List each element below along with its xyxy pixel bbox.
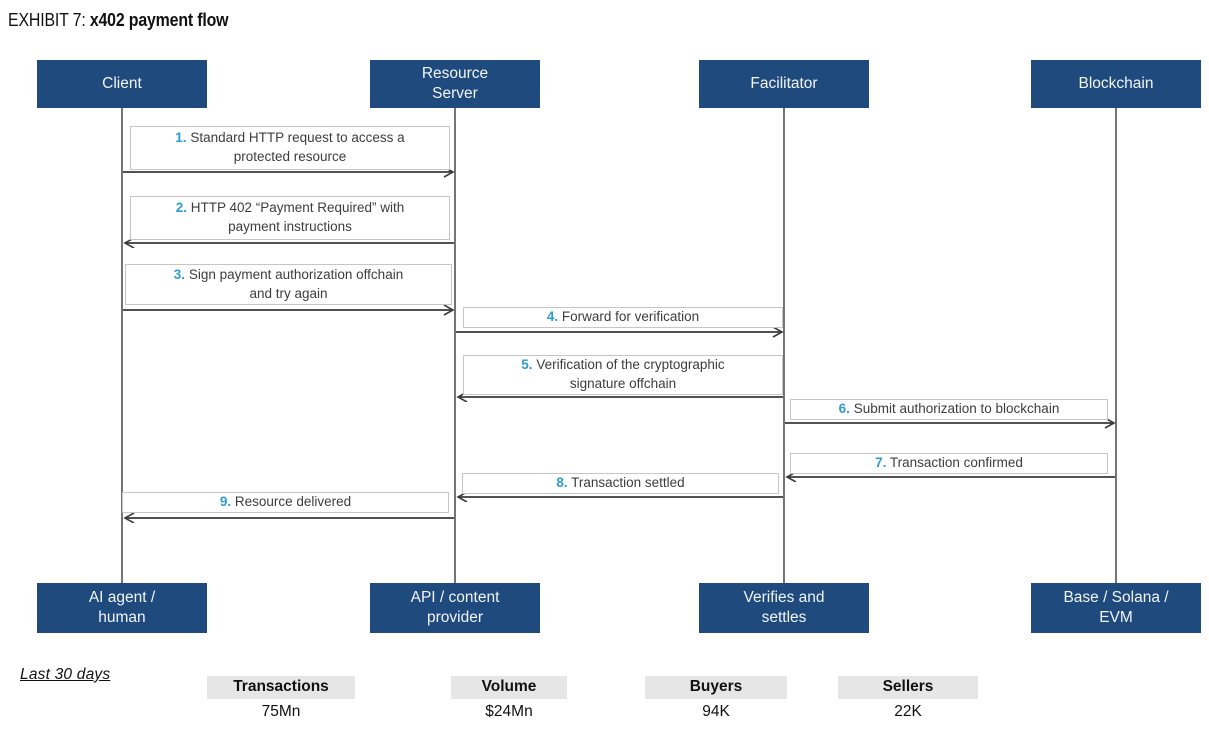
stat-column-sellers: Sellers 22K (838, 676, 978, 721)
message-7-label: 7. Transaction confirmed (790, 453, 1108, 474)
message-3-label: 3. Sign payment authorization offchain a… (125, 264, 452, 305)
stat-label-volume: Volume (451, 676, 567, 699)
stat-column-buyers: Buyers 94K (645, 676, 787, 721)
exhibit-title: EXHIBIT 7: x402 payment flow (8, 9, 229, 31)
actor-box-facilitator: Facilitator (699, 60, 869, 108)
message-7-number: 7. (875, 455, 887, 471)
message-5-number: 5. (521, 357, 533, 373)
stat-column-volume: Volume $24Mn (451, 676, 567, 721)
stat-value-transactions: 75Mn (261, 703, 301, 720)
stat-column-transactions: Transactions 75Mn (207, 676, 355, 721)
stat-value-volume: $24Mn (485, 703, 533, 720)
role-box-api-content-provider: API / content provider (370, 583, 540, 633)
stat-label-buyers: Buyers (645, 676, 787, 699)
message-2-label: 2. HTTP 402 “Payment Required” with paym… (130, 196, 450, 240)
message-8-label: 8. Transaction settled (462, 473, 779, 494)
message-4-number: 4. (546, 309, 559, 325)
actor-box-resource-server: Resource Server (370, 60, 540, 108)
message-6-label: 6. Submit authorization to blockchain (790, 399, 1108, 420)
message-1-label: 1. Standard HTTP request to access a pro… (130, 126, 450, 170)
stats-period-label: Last 30 days (20, 666, 111, 683)
stat-label-transactions: Transactions (207, 676, 355, 699)
message-5-label: 5. Verification of the cryptographic sig… (463, 355, 783, 395)
stat-value-buyers: 94K (702, 703, 730, 720)
figure-name: x402 payment flow (89, 9, 229, 30)
message-9-number: 9. (219, 494, 232, 510)
message-3-number: 3. (173, 266, 186, 282)
actor-box-blockchain: Blockchain (1031, 60, 1201, 108)
message-9-label: 9. Resource delivered (122, 492, 449, 513)
role-box-base-solana-evm: Base / Solana / EVM (1031, 583, 1201, 633)
exhibit-label: EXHIBIT 7: (8, 9, 86, 30)
role-box-ai-agent-human: AI agent / human (37, 583, 207, 633)
message-8-number: 8. (556, 475, 568, 491)
message-1-number: 1. (175, 130, 187, 146)
role-box-verifies-and-settles: Verifies and settles (699, 583, 869, 633)
actor-box-client: Client (37, 60, 207, 108)
stat-label-sellers: Sellers (838, 676, 978, 699)
message-6-number: 6. (838, 401, 850, 417)
message-4-label: 4. Forward for verification (463, 307, 783, 328)
stat-value-sellers: 22K (894, 703, 922, 720)
message-2-number: 2. (175, 200, 187, 216)
